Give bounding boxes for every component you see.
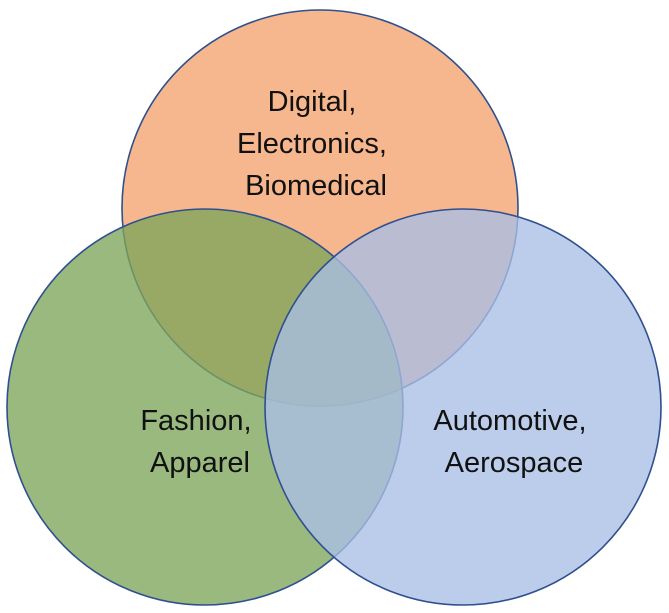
circle-right <box>264 208 662 606</box>
label-right: Automotive, Aerospace <box>433 405 594 479</box>
label-top-line-1: Digital, <box>268 86 357 118</box>
label-top-line-2: Electronics, <box>237 128 387 160</box>
label-top: Digital, Electronics, Biomedical <box>237 86 395 202</box>
label-right-line-1: Automotive, <box>433 405 586 437</box>
label-top-line-3: Biomedical <box>245 170 387 202</box>
label-left-line-1: Fashion, <box>140 405 251 437</box>
label-left-line-2: Apparel <box>150 447 250 479</box>
label-left: Fashion, Apparel <box>140 405 259 479</box>
label-right-line-2: Aerospace <box>445 447 584 479</box>
